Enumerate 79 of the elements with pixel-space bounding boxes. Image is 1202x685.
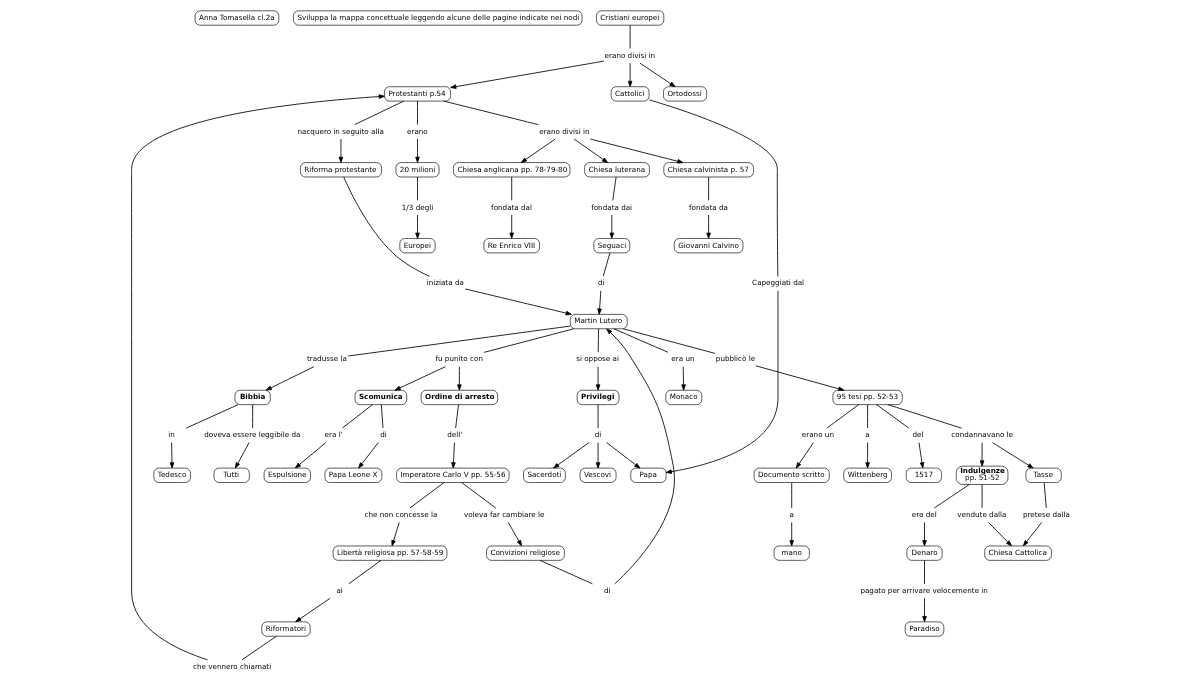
connector (442, 100, 539, 126)
arrow (918, 442, 924, 469)
connector (887, 404, 962, 429)
connector (539, 559, 593, 585)
connector (933, 484, 970, 509)
arrow (552, 442, 589, 469)
arrow (595, 442, 600, 469)
connector (875, 404, 909, 429)
connector (622, 328, 715, 354)
connector (347, 559, 381, 585)
connector (648, 99, 778, 277)
arrow (639, 62, 676, 88)
connector (923, 559, 925, 585)
arrow (665, 290, 778, 474)
connector (460, 482, 496, 509)
arrow (795, 442, 814, 469)
connector (409, 482, 444, 509)
connector (612, 328, 668, 353)
arrow (130, 94, 385, 661)
arrow (991, 442, 1034, 469)
connector (1043, 482, 1047, 509)
arrow (520, 138, 556, 163)
arrow (265, 366, 314, 391)
connector (602, 252, 610, 277)
connector (341, 404, 373, 429)
arrow (864, 442, 870, 469)
connector (416, 100, 418, 125)
arrow (414, 214, 420, 239)
arrow (595, 366, 600, 391)
connector (241, 635, 277, 661)
arrow (605, 328, 675, 585)
arrow (450, 442, 456, 469)
connector (347, 325, 571, 357)
arrow (609, 214, 614, 239)
arrow (680, 366, 686, 391)
arrow (921, 597, 927, 623)
arrow (921, 522, 927, 547)
connector (790, 482, 792, 509)
connector (185, 404, 239, 429)
connector (597, 328, 599, 353)
arrow (234, 442, 249, 469)
arrow (169, 442, 174, 469)
connector (353, 100, 404, 125)
connector (416, 176, 418, 201)
connector (251, 404, 253, 429)
arrow (294, 442, 326, 469)
arrow (414, 138, 420, 163)
connector (483, 328, 574, 353)
arrow (456, 366, 462, 391)
arrow (705, 214, 711, 239)
arrow (573, 138, 608, 163)
connector (380, 404, 383, 429)
connector (342, 176, 430, 277)
arrow (1022, 522, 1042, 547)
connector (629, 24, 631, 49)
arrow (357, 442, 379, 469)
connector (825, 404, 859, 429)
connector (611, 176, 617, 201)
arrow (987, 522, 1012, 547)
arrow (979, 442, 984, 467)
connector (707, 176, 709, 201)
arrow (508, 214, 514, 239)
arrow (788, 522, 794, 547)
arrow (294, 597, 330, 623)
arrow (338, 138, 343, 163)
arrow (449, 60, 604, 89)
arrow (464, 288, 572, 316)
arrow (596, 290, 602, 315)
arrow (627, 62, 632, 87)
connector (866, 404, 868, 429)
arrow (605, 442, 640, 469)
connector (454, 404, 459, 429)
connector (510, 176, 512, 201)
arrow (507, 522, 522, 547)
arrow (394, 366, 446, 391)
arrow (754, 365, 844, 391)
arrow (589, 138, 683, 164)
arrow (390, 522, 400, 547)
connector (981, 484, 982, 509)
